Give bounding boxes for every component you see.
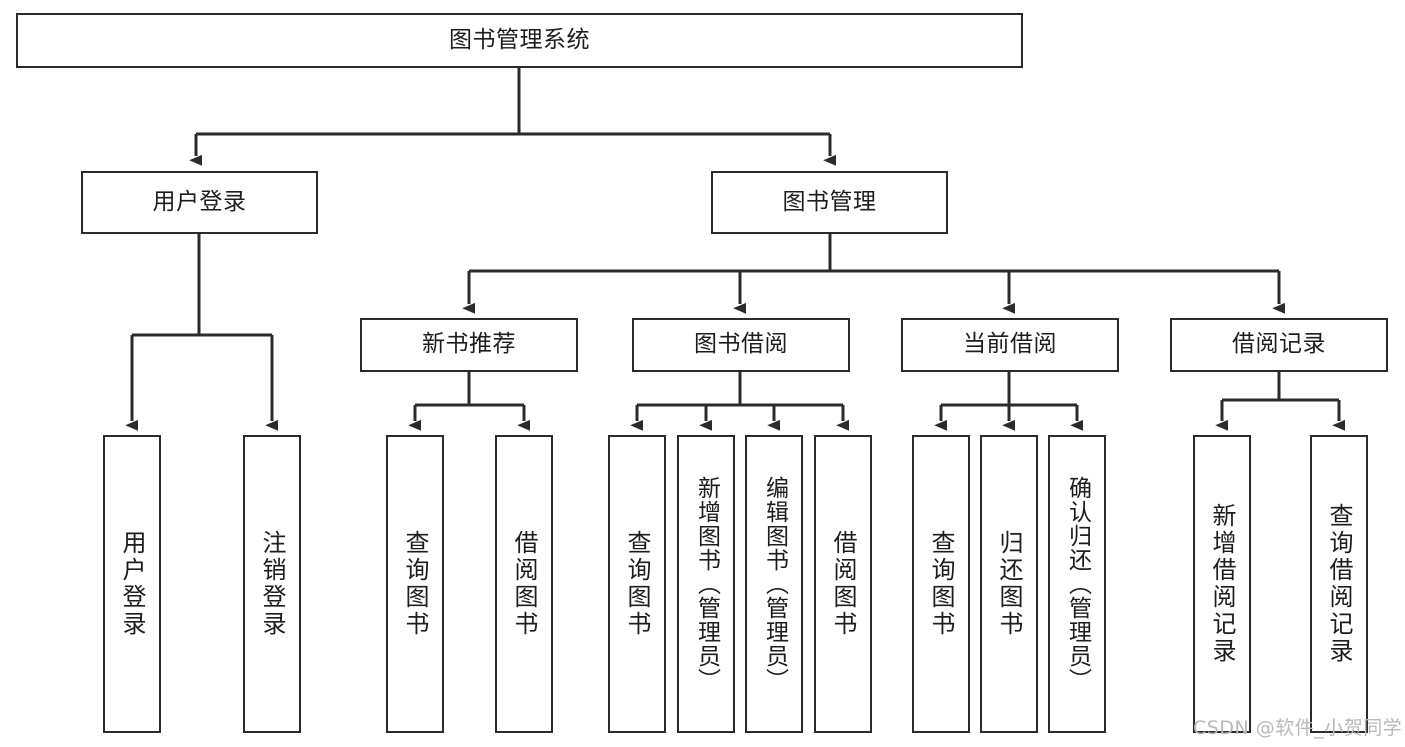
node-book-manage-label: 图书管理	[782, 188, 877, 215]
node-leaf-query-book-1[interactable]: 查询图书	[386, 435, 444, 733]
node-leaf-query-record[interactable]: 查询借阅记录	[1310, 435, 1368, 733]
node-current-borrow[interactable]: 当前借阅	[901, 318, 1119, 372]
node-leaf-add-book[interactable]: 新增图书（管理员）	[677, 435, 735, 733]
node-leaf-add-book-label: 新增图书（管理员）	[693, 476, 720, 692]
node-leaf-user-logout[interactable]: 注销登录	[243, 435, 301, 733]
node-leaf-edit-book-label: 编辑图书（管理员）	[761, 476, 788, 692]
node-leaf-query-book-3-label: 查询图书	[927, 530, 955, 638]
node-book-borrow-label: 图书借阅	[694, 331, 788, 358]
node-leaf-query-book-3[interactable]: 查询图书	[912, 435, 970, 733]
node-book-borrow[interactable]: 图书借阅	[632, 318, 850, 372]
node-leaf-borrow-book-1-label: 借阅图书	[510, 530, 538, 638]
node-leaf-query-book-1-label: 查询图书	[401, 530, 429, 638]
node-leaf-confirm-return-label: 确认归还（管理员）	[1064, 476, 1091, 692]
node-leaf-borrow-book-2-label: 借阅图书	[829, 530, 857, 638]
node-user-login[interactable]: 用户登录	[81, 171, 318, 234]
node-leaf-query-book-2[interactable]: 查询图书	[608, 435, 666, 733]
node-current-borrow-label: 当前借阅	[963, 331, 1057, 358]
node-leaf-user-logout-label: 注销登录	[258, 530, 286, 638]
node-leaf-borrow-book-1[interactable]: 借阅图书	[495, 435, 553, 733]
node-leaf-user-login[interactable]: 用户登录	[103, 435, 161, 733]
node-leaf-query-book-2-label: 查询图书	[623, 530, 651, 638]
node-leaf-add-record[interactable]: 新增借阅记录	[1193, 435, 1251, 733]
csdn-watermark: CSDN @软件_小贺同学	[1193, 717, 1403, 739]
node-leaf-confirm-return[interactable]: 确认归还（管理员）	[1048, 435, 1106, 733]
node-leaf-return-book[interactable]: 归还图书	[980, 435, 1038, 733]
node-leaf-edit-book[interactable]: 编辑图书（管理员）	[745, 435, 803, 733]
node-root[interactable]: 图书管理系统	[16, 13, 1023, 68]
node-user-login-label: 用户登录	[152, 188, 247, 215]
node-leaf-return-book-label: 归还图书	[995, 530, 1023, 638]
node-book-manage[interactable]: 图书管理	[711, 171, 948, 234]
node-root-label: 图书管理系统	[449, 26, 590, 53]
node-borrow-record[interactable]: 借阅记录	[1170, 318, 1388, 372]
node-new-book-recommend[interactable]: 新书推荐	[360, 318, 578, 372]
node-leaf-add-record-label: 新增借阅记录	[1208, 503, 1236, 665]
node-leaf-user-login-label: 用户登录	[118, 530, 146, 638]
node-new-book-recommend-label: 新书推荐	[422, 331, 516, 358]
node-leaf-borrow-book-2[interactable]: 借阅图书	[814, 435, 872, 733]
node-leaf-query-record-label: 查询借阅记录	[1325, 503, 1353, 665]
node-borrow-record-label: 借阅记录	[1232, 331, 1326, 358]
